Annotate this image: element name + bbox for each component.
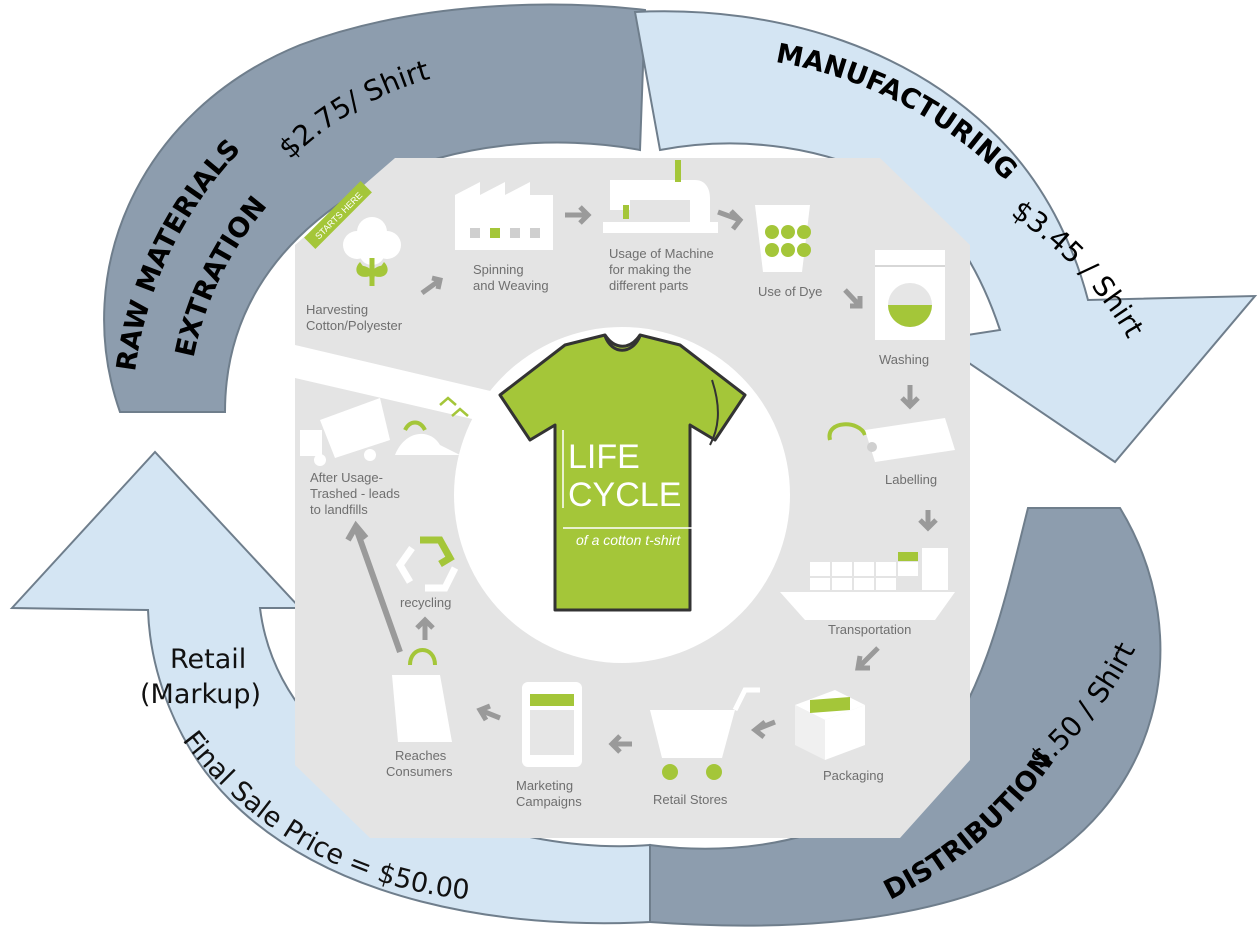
arrow-icon <box>345 520 403 654</box>
manufacturing-arrow <box>633 10 1258 464</box>
arrow-icon <box>717 209 744 231</box>
packaging-label: Packaging <box>823 768 884 783</box>
marketing-label-1: Marketing <box>516 778 573 793</box>
harvesting-label-2: Cotton/Polyester <box>306 318 403 333</box>
arrow-icon <box>750 719 776 739</box>
box-icon <box>795 690 865 760</box>
tshirt-icon <box>498 333 747 612</box>
labelling-label: Labelling <box>885 472 937 487</box>
dye-bucket-icon <box>755 205 811 272</box>
arrow-icon <box>608 734 632 754</box>
marketing-label-2: Campaigns <box>516 794 582 809</box>
raw-materials-arrow <box>103 3 647 413</box>
arrow-icon <box>900 385 920 410</box>
center-title-line2: CYCLE <box>568 476 681 514</box>
spinning-label-2: and Weaving <box>473 278 549 293</box>
arrow-icon <box>476 703 501 722</box>
shopping-cart-icon <box>650 687 760 780</box>
after-label-1: After Usage- <box>310 470 383 485</box>
arrow-icon <box>565 205 592 225</box>
washing-machine-icon <box>875 250 945 340</box>
road-strip <box>295 345 520 430</box>
retail-label: Retail <box>170 644 246 675</box>
center-title-line1: LIFE <box>568 438 640 476</box>
recycling-label: recycling <box>400 595 451 610</box>
sewing-machine-icon <box>603 160 718 233</box>
retail-stores-label: Retail Stores <box>653 792 728 807</box>
consumers-label-1: Reaches <box>395 748 447 763</box>
arrow-icon <box>415 616 435 640</box>
factory-icon <box>455 182 553 250</box>
landfill-truck-icon <box>300 396 469 466</box>
arrow-icon <box>420 275 443 296</box>
transportation-label: Transportation <box>828 622 911 637</box>
cotton-plant-icon <box>343 217 401 286</box>
markup-label: (Markup) <box>140 679 261 710</box>
arrow-icon <box>918 510 938 532</box>
arrow-icon <box>843 288 863 309</box>
washing-label: Washing <box>879 352 929 367</box>
machine-label-2: for making the <box>609 262 691 277</box>
machine-label-1: Usage of Machine <box>609 246 714 261</box>
machine-label-3: different parts <box>609 278 689 293</box>
harvesting-label-1: Harvesting <box>306 302 368 317</box>
consumers-label-2: Consumers <box>386 764 453 779</box>
center-subtitle: of a cotton t-shirt <box>576 532 681 548</box>
spinning-label-1: Spinning <box>473 262 524 277</box>
after-label-2: Trashed - leads <box>310 486 400 501</box>
shopping-bag-icon <box>392 648 452 742</box>
after-label-3: to landfills <box>310 502 368 517</box>
label-tag-icon <box>827 418 955 462</box>
recycle-icon <box>395 536 459 592</box>
arrow-icon <box>855 646 880 671</box>
tablet-icon <box>522 682 582 767</box>
dye-label: Use of Dye <box>758 284 822 299</box>
cargo-ship-icon <box>780 548 955 620</box>
